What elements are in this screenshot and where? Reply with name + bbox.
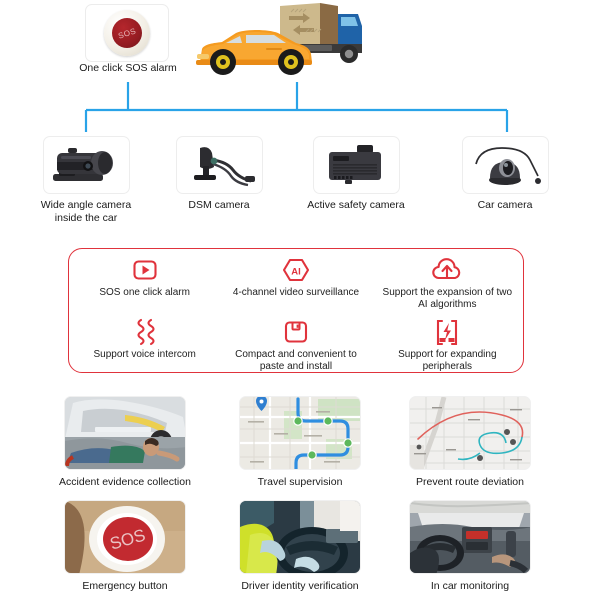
connector-lines	[0, 82, 600, 132]
wide-angle-dashcam-icon	[42, 136, 130, 194]
product-label: DSM camera	[188, 199, 250, 211]
accident-photo	[64, 396, 186, 470]
play-button-icon	[132, 256, 158, 284]
scenario-label: Prevent route deviation	[416, 476, 524, 488]
scenario-label: Travel supervision	[257, 476, 343, 488]
scenario-label: Driver identity verification	[241, 580, 359, 592]
dsm-camera-icon	[175, 136, 263, 194]
scenario-item-accident-evidence[interactable]: Accident evidence collection	[40, 396, 210, 489]
scenario-item-in-car-monitoring[interactable]: In car monitoring	[385, 500, 555, 593]
deviation-map-photo	[409, 396, 531, 470]
product-item-car-camera[interactable]: Car camera	[445, 136, 565, 212]
voice-wave-icon	[132, 318, 158, 346]
scenario-item-emergency-button[interactable]: SOS Emergency button	[40, 500, 210, 593]
scenario-item-driver-verification[interactable]: Driver identity verification	[215, 500, 385, 593]
feature-panel: SOS one click alarm AI 4-channel video s…	[68, 248, 524, 373]
product-item-dsm-camera[interactable]: DSM camera	[159, 136, 279, 212]
ai-hexagon-icon: AI	[282, 256, 310, 284]
car-interior-photo	[409, 500, 531, 574]
feature-label: Support voice intercom	[93, 349, 196, 360]
active-safety-camera-icon	[312, 136, 400, 194]
sos-button-text: SOS	[116, 25, 138, 41]
feature-item-video-surveillance[interactable]: AI 4-channel video surveillance	[220, 249, 371, 311]
sos-button-icon: SOS	[104, 10, 150, 56]
sos-alarm-card[interactable]: SOS	[85, 4, 169, 62]
scenario-item-travel-supervision[interactable]: Travel supervision	[215, 396, 385, 489]
feature-item-voice-intercom[interactable]: Support voice intercom	[69, 311, 220, 373]
scenario-label: In car monitoring	[430, 580, 510, 592]
dome-car-camera-icon	[461, 136, 549, 194]
scenario-label: Accident evidence collection	[59, 476, 191, 488]
svg-text:AI: AI	[291, 267, 301, 278]
scenario-label: Emergency button	[82, 580, 168, 592]
sos-alarm-caption: One click SOS alarm	[79, 62, 177, 74]
route-map-photo	[239, 396, 361, 470]
product-label: Car camera	[477, 199, 533, 211]
feature-item-sos-alarm[interactable]: SOS one click alarm	[69, 249, 220, 311]
driver-steering-photo	[239, 500, 361, 574]
scenario-grid: Accident evidence collection	[0, 396, 600, 596]
orange-car-icon	[196, 30, 312, 75]
sos-button-photo: SOS	[64, 500, 186, 574]
delivery-truck-icon	[278, 3, 362, 63]
power-expansion-icon	[434, 318, 460, 346]
product-item-active-safety-camera[interactable]: Active safety camera	[296, 136, 416, 212]
top-section: SOS One click SOS alarm	[0, 0, 600, 100]
scenario-item-route-deviation[interactable]: Prevent route deviation	[385, 396, 555, 489]
vehicles-illustration	[192, 2, 382, 88]
feature-label: SOS one click alarm	[99, 287, 190, 298]
cloud-upload-icon	[432, 256, 462, 284]
floppy-disk-icon	[283, 318, 309, 346]
feature-label: 4-channel video surveillance	[232, 287, 360, 298]
product-label: Active safety camera	[307, 199, 405, 211]
